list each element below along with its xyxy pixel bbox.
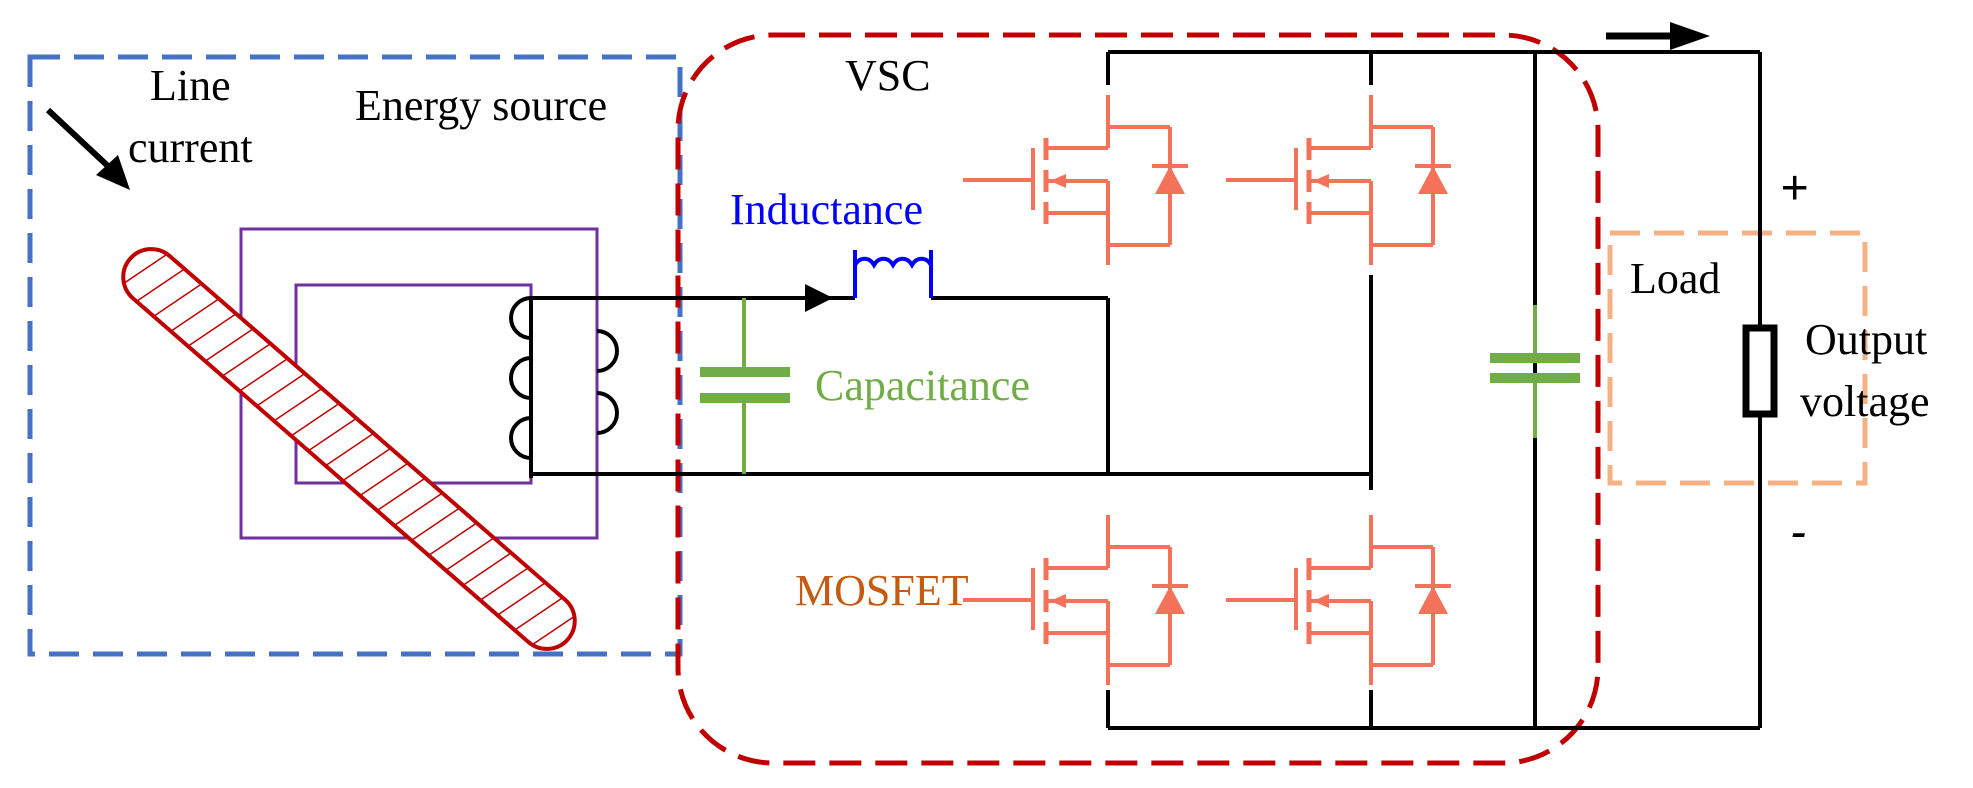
capacitance-label: Capacitance	[815, 361, 1030, 410]
output-voltage-label-2: voltage	[1800, 377, 1930, 426]
energy-source-label: Energy source	[355, 81, 607, 130]
mosfet-label: MOSFET	[795, 566, 969, 615]
mosfet-bottom-right	[1226, 515, 1451, 685]
negative-terminal-label: -	[1790, 506, 1806, 559]
secondary-winding	[509, 296, 619, 478]
mosfet-top-left	[963, 95, 1188, 265]
dc-link-capacitor	[1490, 305, 1580, 438]
arrow-right-icon	[1606, 22, 1710, 50]
load-box	[1607, 230, 1868, 486]
line-conductor	[121, 247, 577, 651]
arrow-down-right-icon	[45, 107, 130, 190]
input-current-arrow	[805, 284, 833, 312]
circuit-wires	[531, 50, 1762, 730]
energy-source-box	[27, 54, 683, 657]
mosfet-top-right	[1226, 95, 1451, 265]
resistor-icon	[1742, 324, 1778, 418]
input-capacitor	[700, 298, 790, 474]
vsc-label: VSC	[845, 51, 931, 100]
output-voltage-label-1: Output	[1805, 315, 1927, 364]
load-label: Load	[1630, 254, 1720, 303]
mosfet-bottom-left	[963, 515, 1188, 685]
positive-terminal-label: +	[1780, 162, 1808, 215]
inductor	[853, 250, 933, 298]
line-current-label-1: Line	[150, 61, 231, 110]
line-current-label-2: current	[128, 123, 253, 172]
inductance-label: Inductance	[730, 185, 923, 234]
